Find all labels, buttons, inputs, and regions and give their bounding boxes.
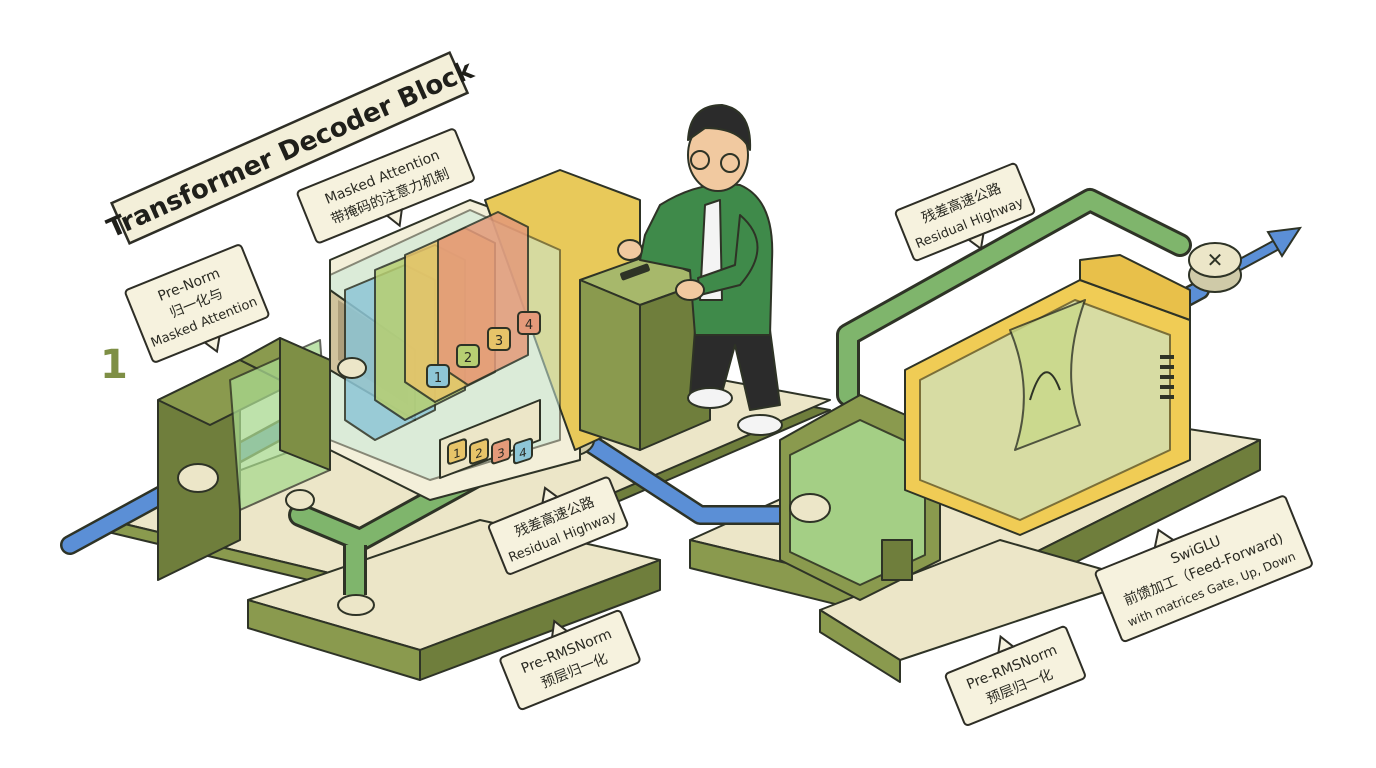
step-number: 1: [100, 342, 128, 388]
control-button-1[interactable]: [447, 438, 467, 465]
head-control-panel: 1 2 3 4: [439, 399, 541, 479]
control-button-2[interactable]: [469, 438, 489, 465]
attention-head-4: [437, 211, 529, 386]
residual-add-junction-right: ✕: [1188, 242, 1242, 293]
head-badge-1: 1: [434, 371, 442, 386]
pre-rmsnorm-unit-left: [157, 337, 331, 581]
control-button-label-2: 2: [475, 445, 483, 461]
control-button-label-4: 4: [519, 445, 527, 461]
callout-pre-norm: Pre-Norm 归一化与 Masked Attention: [124, 244, 270, 363]
attention-head-badges: 1 2 3 4: [426, 311, 541, 388]
vent-slots: [1160, 355, 1174, 399]
engineer-figure: [617, 104, 783, 436]
output-arrow-icon: [1266, 226, 1302, 258]
control-button-label-1: 1: [453, 446, 461, 462]
control-button-4[interactable]: [513, 437, 533, 465]
masked-attention-unit: 1 2 3 4: [329, 169, 641, 501]
plus-icon: ✕: [1207, 248, 1224, 272]
control-console: [579, 254, 711, 451]
pre-rmsnorm-unit-right: [779, 394, 965, 601]
control-button-label-3: 3: [497, 445, 505, 461]
head-badge-3: 3: [495, 334, 503, 349]
swiglu-ffn-unit: [904, 254, 1191, 536]
callout-residual-highway-top: 残差高速公路 Residual Highway: [894, 162, 1036, 262]
control-button-3[interactable]: [491, 438, 511, 465]
swiglu-curve-icon: [1029, 371, 1061, 401]
head-badge-4: 4: [525, 318, 533, 333]
head-badge-2: 2: [464, 351, 472, 366]
glasses-icon: [690, 150, 710, 170]
